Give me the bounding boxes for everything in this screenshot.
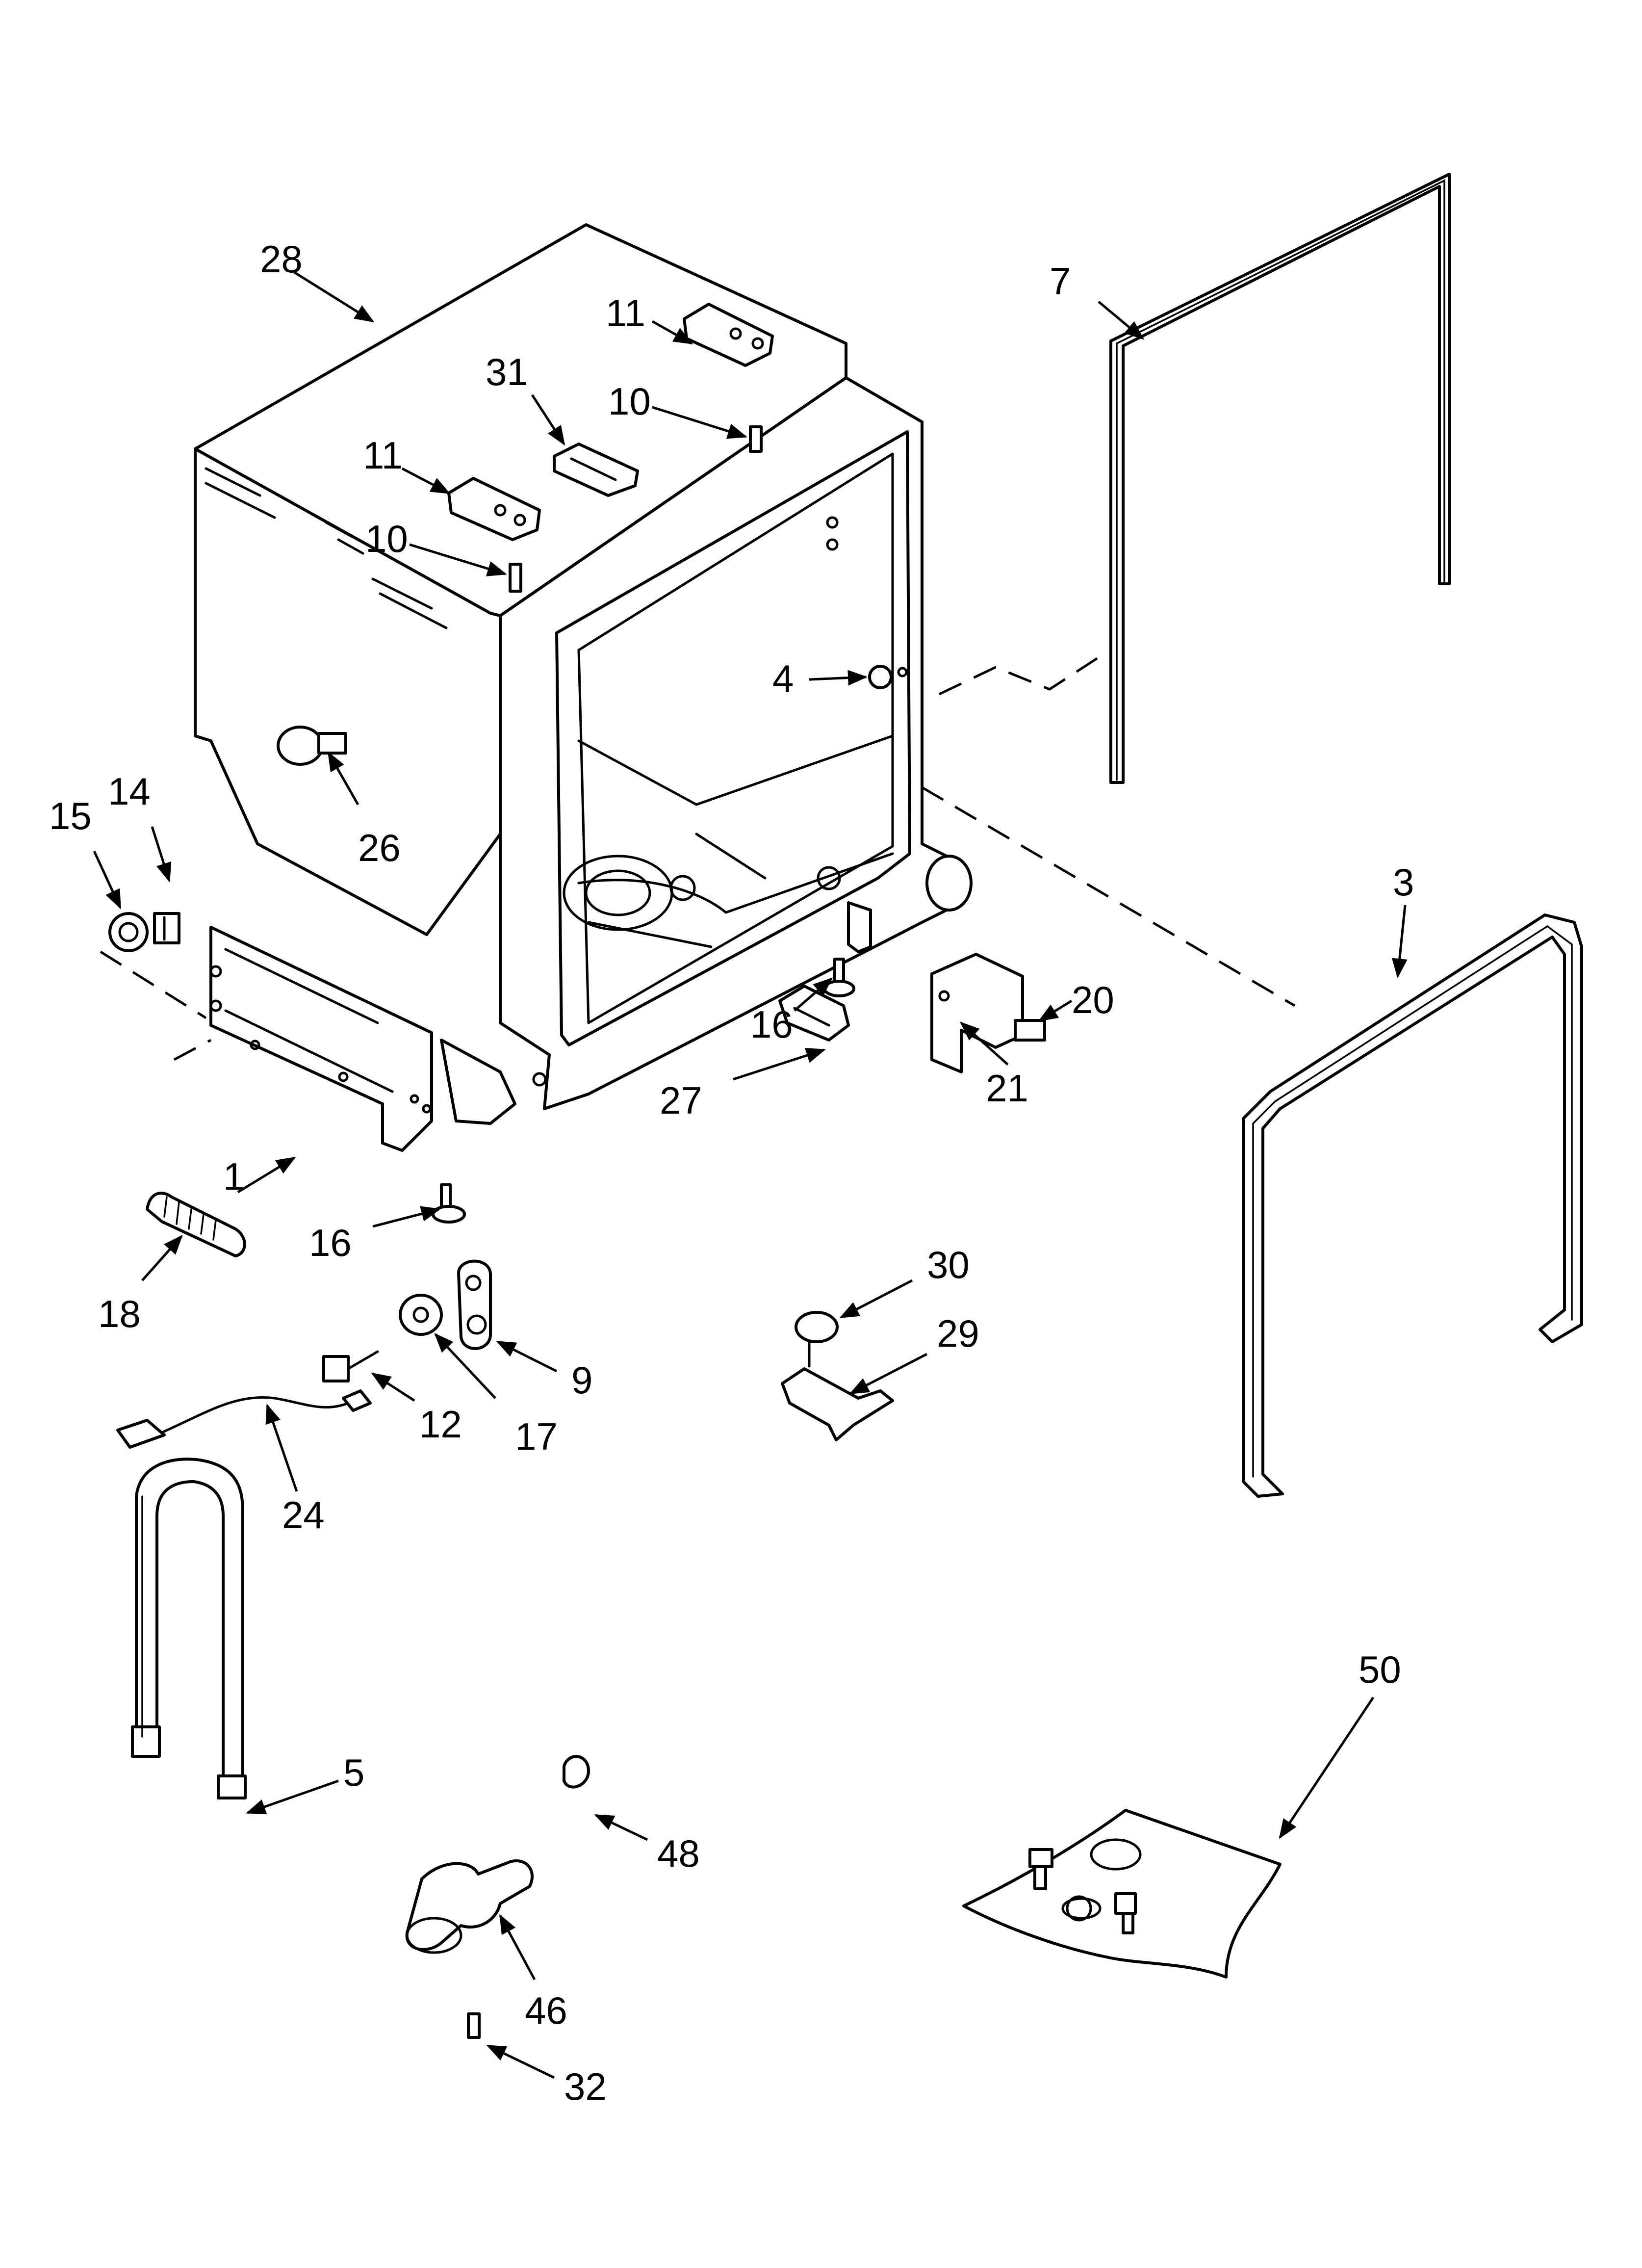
callout-17: 17 <box>515 1415 558 1458</box>
callout-32: 32 <box>564 2065 607 2108</box>
callout-14: 14 <box>108 770 151 813</box>
callout-10: 10 <box>608 380 651 423</box>
bolt-14 <box>153 912 180 944</box>
sensor-30 <box>795 1311 839 1343</box>
door-gasket-7 <box>1109 173 1451 784</box>
callout-21: 21 <box>986 1067 1028 1110</box>
callout-50: 50 <box>1359 1648 1401 1691</box>
screw-upper <box>749 425 763 453</box>
callout-24: 24 <box>282 1493 325 1537</box>
callout-18: 18 <box>98 1292 141 1335</box>
callout-26: 26 <box>358 826 401 869</box>
callout-12: 12 <box>419 1403 462 1446</box>
screw-lower <box>509 563 522 593</box>
wire-24 <box>160 1396 350 1434</box>
callout-11-lower: 11 <box>363 434 403 477</box>
callout-16: 16 <box>750 1003 793 1046</box>
lower-hardware <box>116 1259 492 1449</box>
callout-31: 31 <box>486 350 528 393</box>
tub-assembly <box>194 223 973 1152</box>
callout-3: 3 <box>1393 860 1414 904</box>
bottom-fittings <box>405 1755 590 2039</box>
bracket-21 <box>930 953 1024 1073</box>
callout-48: 48 <box>657 1832 700 1875</box>
bracket-29 <box>781 1367 894 1441</box>
bracket-9 <box>457 1259 492 1350</box>
junction-hardware <box>778 953 1046 1441</box>
callout-4: 4 <box>772 657 794 700</box>
parts-bag-50 <box>962 1809 1282 1979</box>
fitting-46 <box>405 1859 534 1951</box>
screw-20 <box>1014 1019 1046 1042</box>
callout-20: 20 <box>1072 978 1114 1021</box>
gasket-alignment-line-7 <box>938 656 1100 696</box>
plug-4 <box>868 665 893 689</box>
callout-5: 5 <box>343 1751 364 1794</box>
callout-30: 30 <box>927 1243 970 1286</box>
screw-32 <box>467 2012 481 2039</box>
callout-7: 7 <box>1050 260 1071 303</box>
callout-15: 15 <box>49 794 92 837</box>
callout-16-lower: 16 <box>309 1221 352 1264</box>
callout-1: 1 <box>223 1155 244 1198</box>
top-mounting-hardware <box>277 303 908 766</box>
callout-9: 9 <box>571 1358 592 1402</box>
callout-28: 28 <box>260 237 303 281</box>
callout-10-lower: 10 <box>365 517 408 560</box>
bolt-12 <box>322 1355 350 1382</box>
callout-27: 27 <box>660 1079 702 1122</box>
callout-labels: 28 7 11 10 31 11 10 4 26 15 14 3 20 21 1… <box>49 237 1414 2108</box>
clamp-48 <box>563 1755 590 1789</box>
washer-17 <box>399 1294 443 1336</box>
leveling-hardware <box>100 912 855 1257</box>
callout-46: 46 <box>525 1989 567 2032</box>
nut-15 <box>108 912 149 952</box>
spring-18 <box>146 1192 246 1257</box>
drain-hose-5 <box>131 1458 247 1799</box>
clip-27 <box>778 985 850 1042</box>
plug-26 <box>277 726 324 766</box>
callout-29: 29 <box>937 1312 979 1355</box>
tub-seal-3 <box>1242 913 1583 1498</box>
seal-alignment-line-3 <box>921 786 1296 1007</box>
callout-11: 11 <box>606 291 645 335</box>
leader-lines <box>93 271 1408 2079</box>
